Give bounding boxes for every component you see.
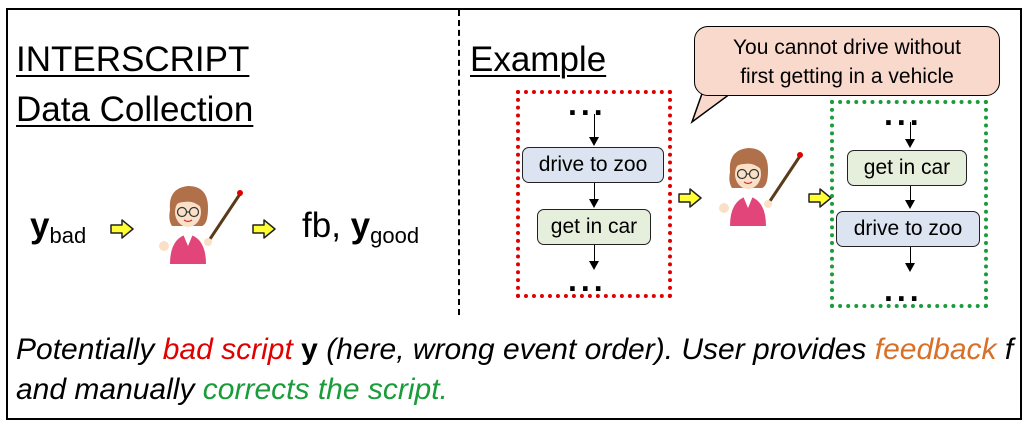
speech-bubble-line1: You cannot drive without <box>732 36 962 59</box>
figure-frame <box>6 8 1022 420</box>
caption-part2: (here, wrong event order). User provides <box>317 333 875 366</box>
bad-step-1: drive to zoo <box>522 147 664 183</box>
speech-bubble: You cannot drive without first getting i… <box>694 26 1000 96</box>
yellow-arrow-icon <box>110 219 134 239</box>
caption-corrects: corrects the script. <box>202 373 448 406</box>
arrow-line <box>910 186 911 201</box>
formula-fb-y-good: fb, ygood <box>302 204 419 258</box>
arrow-line <box>594 245 595 262</box>
caption: Potentially bad script y (here, wrong ev… <box>16 330 1016 410</box>
arrow-line <box>910 122 911 140</box>
arrow-head <box>589 199 599 208</box>
y-good-subscript: good <box>370 223 420 248</box>
caption-y: y <box>292 333 318 366</box>
arrow-line <box>594 183 595 200</box>
teacher-icon <box>719 148 803 226</box>
arrow-line <box>910 247 911 264</box>
good-script-bottom-ellipsis: ... <box>884 272 923 308</box>
arrow-head <box>589 137 599 146</box>
y-good-symbol: y <box>350 206 371 245</box>
good-script-box <box>830 100 988 308</box>
fb-label: fb, <box>302 206 341 245</box>
good-step-2: drive to zoo <box>836 211 980 247</box>
bad-script-box <box>516 90 672 298</box>
caption-part3: f and manually <box>16 333 1014 406</box>
left-title-line1: INTERSCRIPT <box>16 40 250 79</box>
left-title-line2: Data Collection <box>16 90 254 129</box>
arrow-head <box>905 263 915 272</box>
bad-script-bottom-ellipsis: ... <box>568 262 607 298</box>
y-bad-symbol: y <box>30 206 50 245</box>
arrow-head <box>589 261 599 270</box>
bad-script-top-ellipsis: ... <box>568 86 607 122</box>
formula-y-bad: ybad <box>30 204 86 258</box>
yellow-arrow-icon <box>678 188 702 208</box>
good-step-1: get in car <box>847 150 967 186</box>
caption-part1: Potentially <box>16 333 163 366</box>
arrow-head <box>905 200 915 209</box>
y-bad-subscript: bad <box>49 223 87 248</box>
bad-step-2: get in car <box>537 209 651 245</box>
right-title: Example <box>470 40 607 79</box>
teacher-icon <box>159 186 243 264</box>
arrow-line <box>594 114 595 138</box>
arrow-head <box>905 139 915 148</box>
good-script-top-ellipsis: ... <box>884 96 923 132</box>
caption-feedback: feedback <box>874 333 997 366</box>
caption-bad-script: bad script <box>162 333 293 366</box>
speech-bubble-line2: first getting in a vehicle <box>740 65 954 88</box>
yellow-arrow-icon <box>808 188 832 208</box>
panel-divider <box>458 10 460 315</box>
yellow-arrow-icon <box>252 219 276 239</box>
